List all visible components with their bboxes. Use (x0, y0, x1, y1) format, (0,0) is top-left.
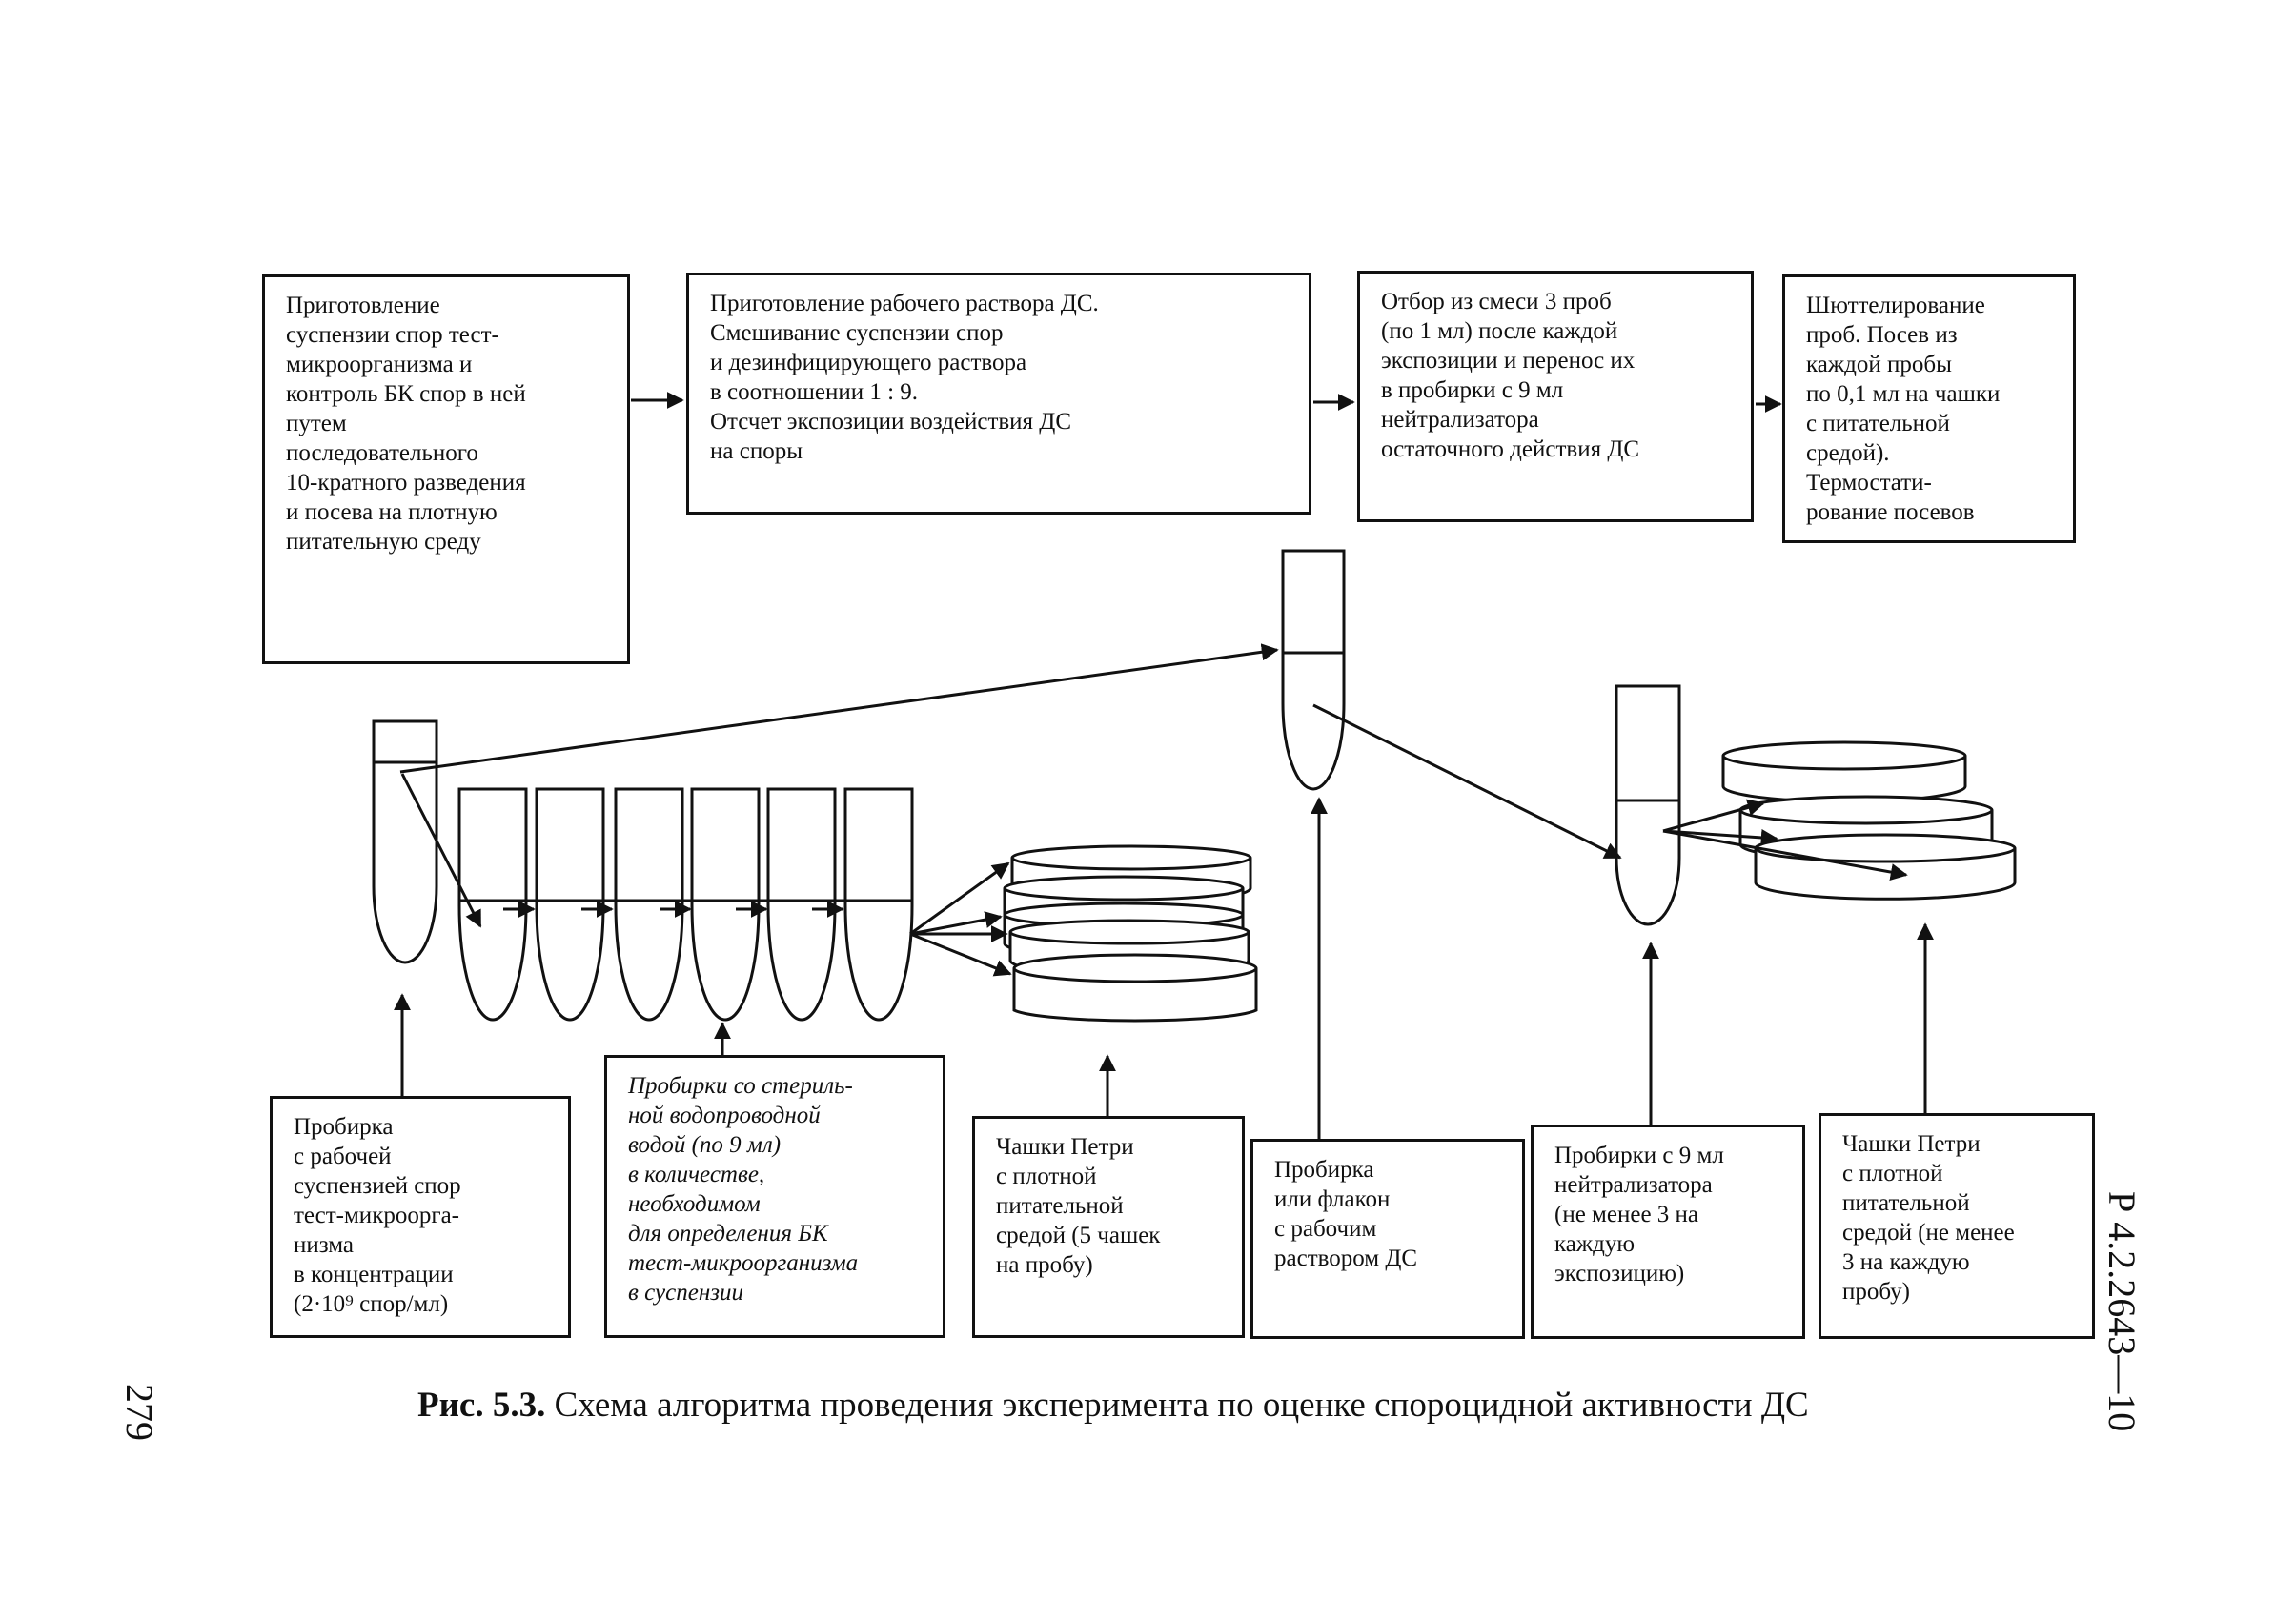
label-box-petri-dishes-1: Чашки Петри с плотной питательной средой… (972, 1116, 1245, 1338)
petri-dish-stack-1 (1003, 844, 1258, 1023)
page-number: 279 (118, 1384, 161, 1441)
label-box-dilution-tubes: Пробирки со стериль- ной водопроводной в… (604, 1055, 945, 1338)
document-number: Р 4.2.2643—10 (2101, 1191, 2144, 1432)
label-box-petri-dishes-2: Чашки Петри с плотной питательной средой… (1819, 1113, 2095, 1339)
label-box-working-tube: Пробирка с рабочей суспензией спор тест-… (270, 1096, 571, 1338)
label-pointer-arrows (394, 797, 1934, 1139)
label-box-ds-tube: Пробирка или флакон с рабочим раствором … (1250, 1139, 1525, 1339)
working-suspension-tube (372, 719, 438, 964)
ds-solution-tube (1281, 549, 1346, 791)
neutralizer-tube (1615, 684, 1681, 926)
label-box-neutralizer-tubes: Пробирки с 9 мл нейтрализатора (не менее… (1531, 1125, 1805, 1339)
petri-dish-stack-2 (1721, 740, 2017, 901)
figure-caption-text: Схема алгоритма проведения эксперимента … (545, 1386, 1809, 1425)
step-box-2: Приготовление рабочего раствора ДС. Смеш… (686, 273, 1311, 515)
step-box-4: Шюттелирование проб. Посев из каждой про… (1782, 274, 2076, 543)
figure-caption-number: Рис. 5.3. (417, 1386, 546, 1425)
figure-caption: Рис. 5.3. Схема алгоритма проведения экс… (417, 1385, 1809, 1426)
step-box-3: Отбор из смеси 3 проб (по 1 мл) после ка… (1357, 271, 1754, 522)
step-box-1: Приготовление суспензии спор тест- микро… (262, 274, 630, 664)
transfer-arrows (399, 643, 1908, 977)
dilution-tubes (457, 787, 914, 1022)
